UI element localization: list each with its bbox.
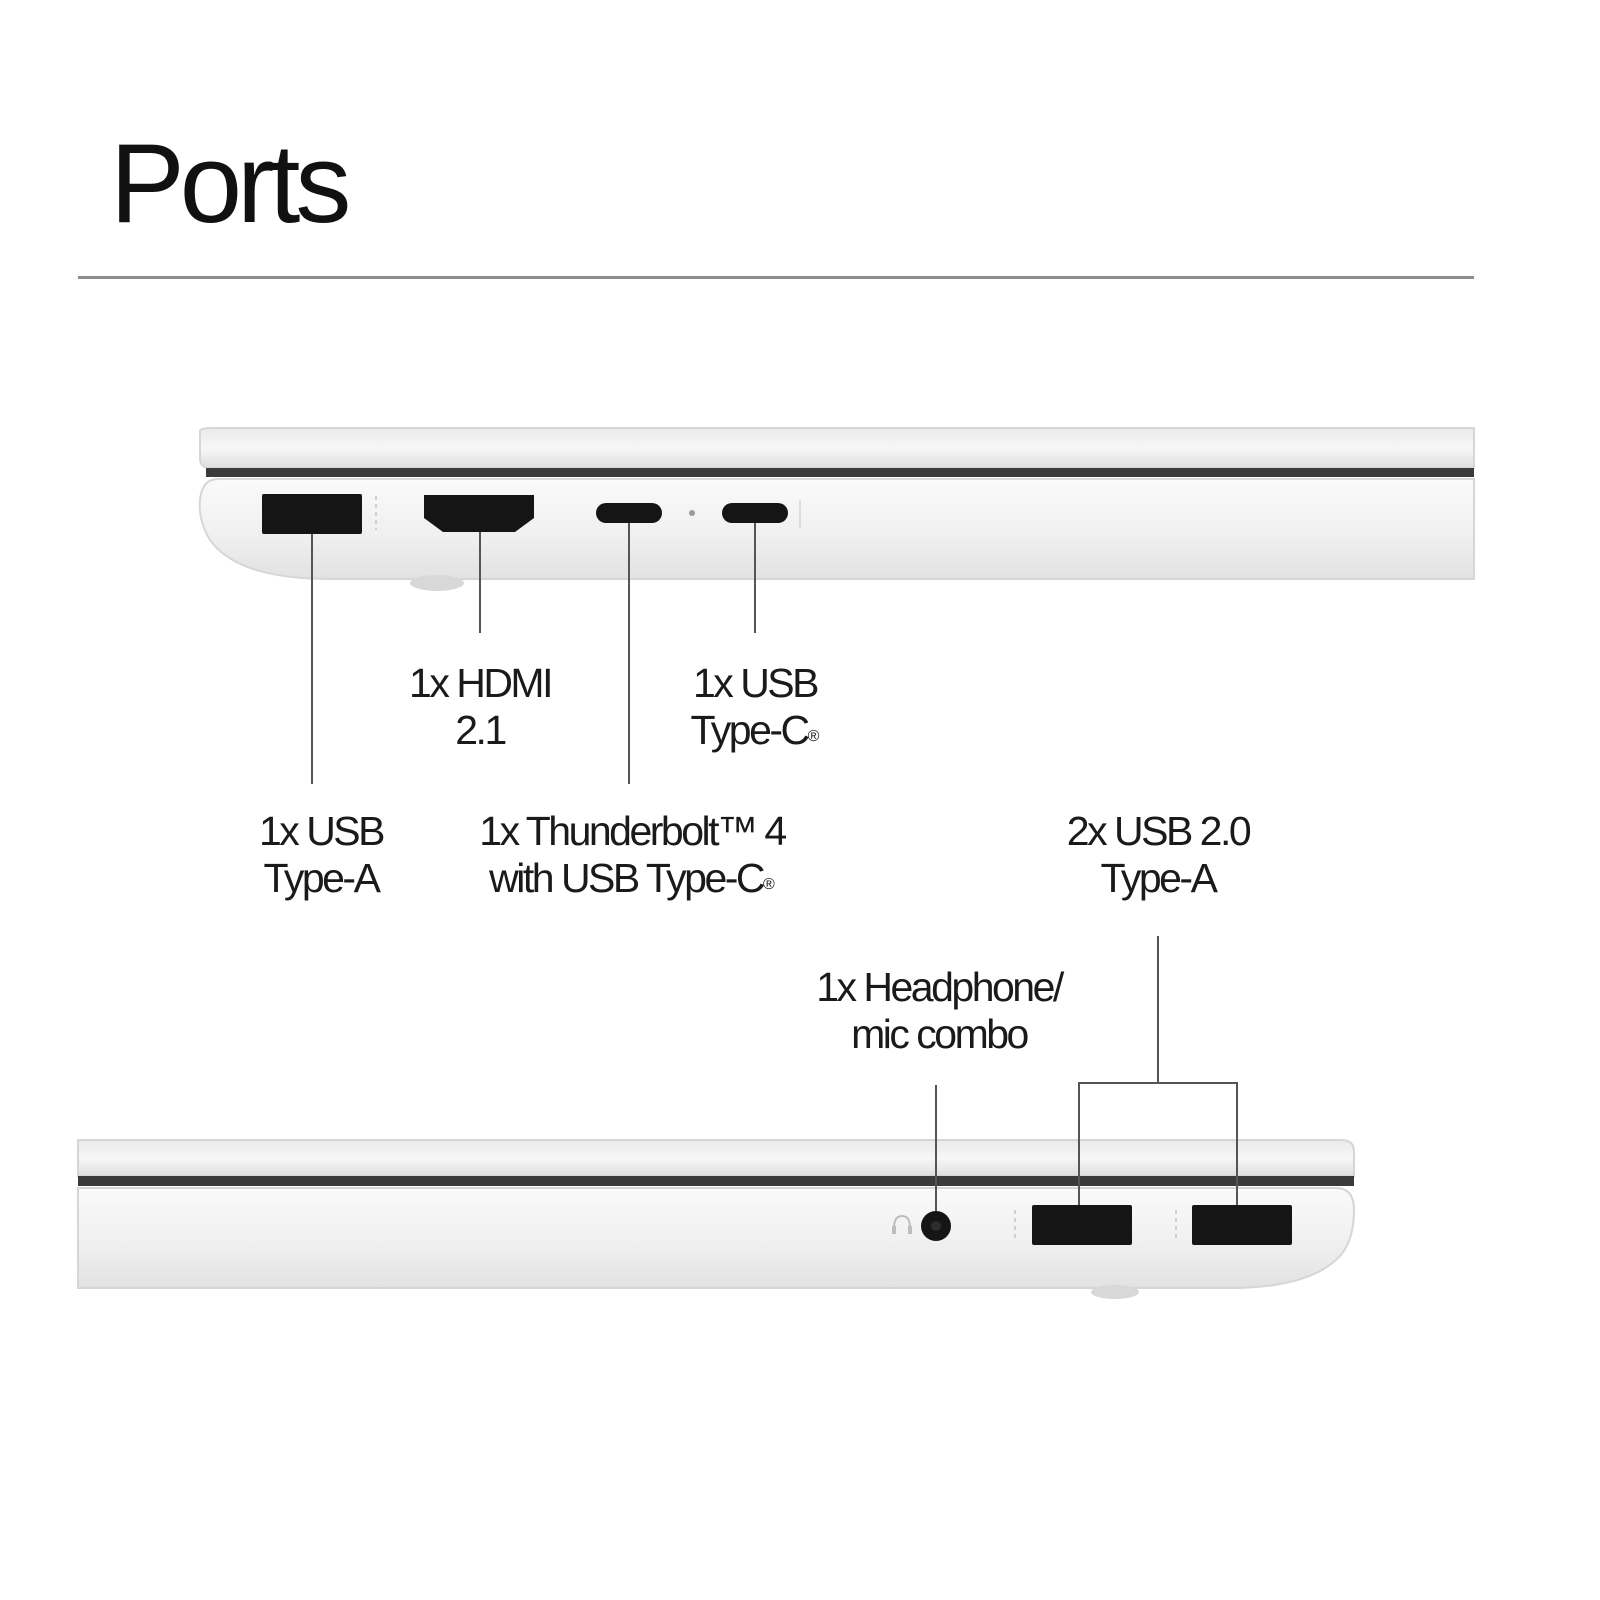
label-usb-type-c: 1x USB Type-C® (690, 660, 820, 753)
usb-a-port-right-2 (1192, 1205, 1292, 1245)
label-hdmi: 1x HDMI 2.1 (409, 660, 553, 753)
left-lid (199, 427, 1475, 469)
label-thunderbolt: 1x Thunderbolt™ 4 with USB Type-C® (479, 808, 787, 901)
usb-c-port (722, 503, 788, 523)
left-foot (410, 575, 464, 591)
hdmi-port (424, 495, 534, 532)
leader-lines (311, 523, 1238, 1211)
left-base (198, 478, 1475, 580)
label-headphone-mic: 1x Headphone/ mic combo (816, 964, 1064, 1057)
right-base (77, 1187, 1356, 1289)
page-title: Ports (110, 121, 351, 246)
left-hinge-gap (206, 468, 1474, 477)
usb-a-port-left (262, 494, 362, 534)
right-foot (1091, 1285, 1139, 1299)
right-hinge-gap (78, 1176, 1354, 1186)
thunderbolt-port (596, 503, 662, 523)
headphone-icon (892, 1214, 912, 1234)
right-lid (77, 1139, 1355, 1177)
title-divider (78, 276, 1474, 279)
laptop-left-side (198, 427, 1475, 591)
usb-a-port-right-1 (1032, 1205, 1132, 1245)
charge-indicator-led (689, 510, 695, 516)
label-usb-type-a-left: 1x USB Type-A (259, 808, 386, 901)
label-usb-2-type-a: 2x USB 2.0 Type-A (1066, 808, 1252, 901)
laptop-right-side (77, 1139, 1356, 1299)
